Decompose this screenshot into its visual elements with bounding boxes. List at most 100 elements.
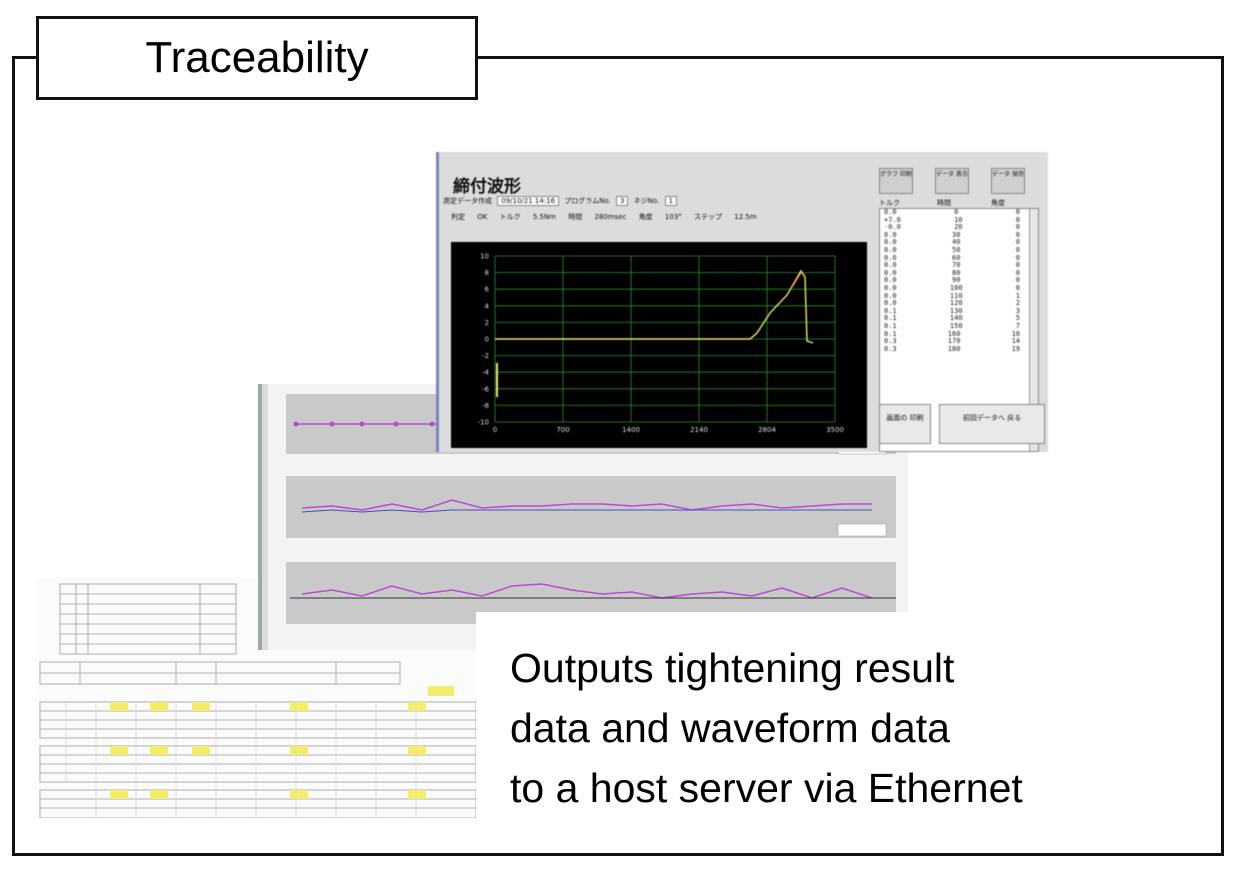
time-label: 時間 [568, 213, 583, 221]
y-tick-label: 10 [480, 253, 489, 261]
data-list-cell: 30 [952, 230, 961, 239]
step-value: 12.5m [734, 213, 757, 221]
x-tick-label: 2140 [690, 426, 708, 434]
x-tick-label: 3500 [826, 426, 844, 434]
data-list-row: 0.0 60 0 [880, 253, 1038, 263]
column-time: 時間 [937, 199, 951, 207]
data-list-row: 0.0 80 0 [880, 268, 1038, 278]
data-list-cell: 0.0 [884, 261, 897, 270]
data-list-cell: 0 [1015, 215, 1020, 224]
data-list-cell: -0.0 [884, 223, 901, 232]
result-stats: 判定 OK トルク 5.5Nm 時間 280msec 角度 103° ステップ … [451, 212, 767, 222]
previous-data-button[interactable]: 前回データへ 戻る [939, 404, 1045, 444]
x-tick-label: 2804 [758, 426, 776, 434]
page-title: Traceability [36, 16, 478, 100]
data-list-cell: 0.0 [884, 245, 897, 254]
y-tick-label: -10 [478, 419, 489, 427]
data-list-cell: 100 [949, 283, 963, 292]
data-list-cell: 0.0 [884, 291, 897, 300]
screen-print-button[interactable]: 画面の 印刷 [879, 404, 931, 444]
waveform-title: 締付波形 [453, 177, 521, 197]
data-list-cell: 0 [1015, 253, 1020, 262]
data-list-cell: 0.0 [884, 268, 897, 277]
data-list-cell: 0.0 [884, 283, 897, 292]
result-spreadsheet [36, 578, 476, 818]
data-list-cell: 0.0 [884, 238, 897, 247]
data-list-cell: 0.0 [884, 276, 897, 285]
caption-text: Outputs tightening result data and wavef… [476, 612, 1216, 842]
torque-label: トルク [499, 213, 521, 221]
data-list-row: 0.3 170 14 [880, 337, 1038, 346]
data-list-cell: 140 [949, 314, 963, 323]
data-list-cell: 60 [952, 253, 961, 262]
y-tick-label: -4 [482, 369, 490, 377]
data-list-cell: 0 [1015, 245, 1020, 254]
step-label: ステップ [694, 213, 723, 221]
waveform-window: 締付波形 測定データ作成 09/10/21 14:16 プログラムNo. 3 ネ… [436, 152, 1048, 452]
data-list-cell: 0 [1015, 268, 1020, 277]
info-label: 測定データ作成 [443, 197, 492, 205]
data-list-cell: 120 [949, 299, 963, 308]
y-tick-label: -6 [482, 385, 490, 393]
data-list-cell: 170 [947, 337, 961, 346]
data-list-cell: 10 [1011, 329, 1020, 338]
data-list-cell: 0.1 [884, 321, 897, 330]
data-list-cell: 0 [1015, 223, 1020, 232]
graph-print-button[interactable]: グラフ 印刷 [879, 168, 913, 194]
caption-line-1: Outputs tightening result [510, 645, 955, 691]
data-list-cell: 3 [1015, 306, 1020, 315]
data-list-cell: 50 [952, 245, 961, 254]
data-list-cell: 2 [1015, 299, 1020, 308]
data-list-cell: 0 [1015, 238, 1020, 247]
data-list-cell: 40 [952, 238, 961, 247]
screw-label: ネジNo. [633, 197, 660, 205]
data-list-cell: 130 [949, 306, 963, 315]
x-tick-label: 700 [556, 426, 569, 434]
y-tick-label: -8 [482, 402, 489, 410]
data-list-cell: 14 [1011, 337, 1020, 346]
measurement-info: 測定データ作成 09/10/21 14:16 プログラムNo. 3 ネジNo. … [443, 196, 680, 206]
list-scrollbar[interactable] [1029, 209, 1038, 451]
peak-marker [790, 272, 802, 290]
data-list-cell: 0 [954, 208, 959, 216]
data-list-cell: 10 [954, 215, 963, 224]
y-tick-label: 0 [485, 336, 489, 344]
y-tick-label: 8 [485, 269, 489, 277]
time-value: 280msec [594, 213, 627, 221]
date-field: 09/10/21 14:16 [497, 196, 560, 206]
data-list-row: +7.0 10 0 [880, 215, 1038, 225]
data-list-cell: 0.0 [884, 299, 897, 308]
judge-label: 判定 [451, 213, 465, 221]
data-save-button[interactable]: データ 保存 [991, 168, 1025, 194]
data-list-cell: 0.0 [884, 253, 897, 262]
y-tick-label: 6 [485, 286, 490, 294]
column-torque: トルク [879, 199, 900, 207]
data-list-cell: 0.3 [884, 337, 897, 346]
data-list-cell: 19 [1011, 344, 1020, 353]
angle-value: 103° [664, 213, 682, 221]
data-list-cell: 160 [947, 329, 961, 338]
data-list-cell: +7.0 [884, 215, 901, 224]
data-display-button[interactable]: データ 表示 [935, 168, 969, 194]
data-list-cell: 0 [1015, 261, 1020, 270]
data-list-cell: 80 [952, 268, 961, 277]
data-list-cell: 180 [947, 344, 961, 353]
data-list-cell: 0.3 [884, 344, 897, 353]
data-list-cell: 0 [1015, 208, 1020, 216]
program-no-field: 3 [615, 196, 629, 206]
y-tick-label: 2 [485, 319, 489, 327]
data-list-row: 0.3 180 19 [880, 344, 1038, 354]
x-tick-label: 0 [493, 426, 497, 434]
data-list-cell: 0 [1015, 230, 1020, 239]
caption-line-3: to a host server via Ethernet [510, 765, 1023, 811]
data-list-cell: 0 [1015, 276, 1020, 285]
